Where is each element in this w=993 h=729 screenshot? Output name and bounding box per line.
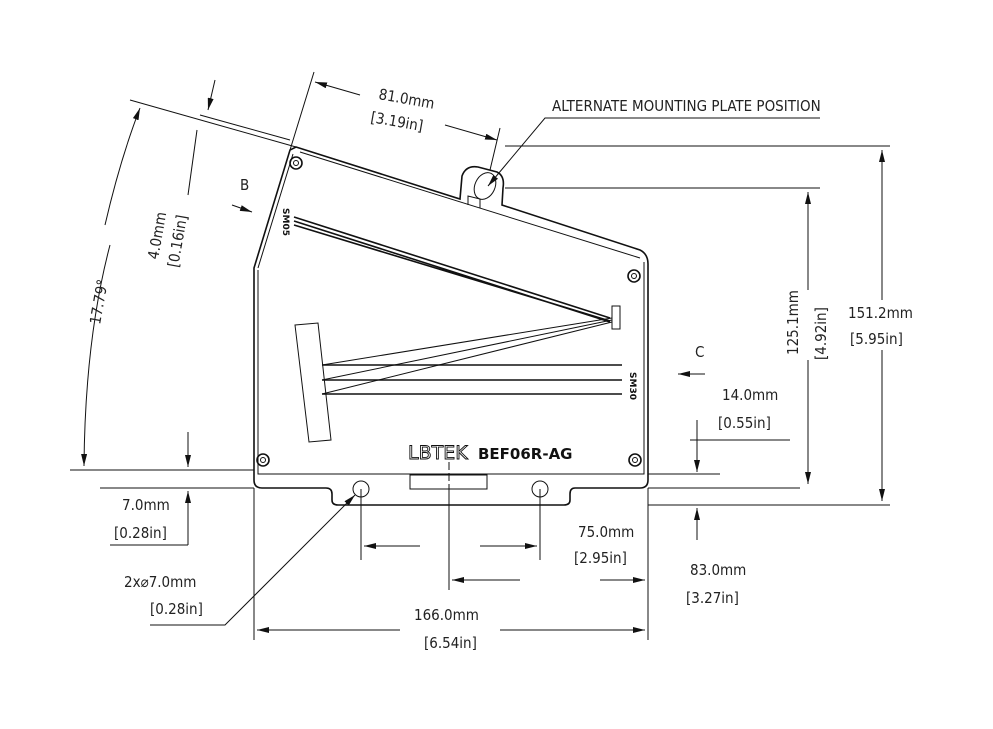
dim-81-mm: 81.0mm <box>377 85 436 113</box>
optical-path <box>293 216 622 443</box>
dim-166-in: [6.54in] <box>424 634 477 652</box>
model-name: BEF06R-AG <box>478 445 573 463</box>
screws <box>256 156 642 467</box>
dim-14-in: [0.55in] <box>718 414 771 432</box>
dim-14-mm: 14.0mm <box>722 386 778 404</box>
dim-83-mm: 83.0mm <box>690 561 746 579</box>
dim-hole-mm: 2x⌀7.0mm <box>124 573 196 591</box>
port-label-sm05: SM05 <box>280 208 290 236</box>
dim-151-mm: 151.2mm <box>848 304 913 322</box>
dim-7-in: [0.28in] <box>114 524 167 542</box>
port-label-sm30: SM30 <box>627 372 637 400</box>
dim-83-in: [3.27in] <box>686 589 739 607</box>
view-label-b: B <box>240 176 249 194</box>
dim-166-mm: 166.0mm <box>414 606 479 624</box>
dim-75-mm: 75.0mm <box>578 523 634 541</box>
dimension-lines <box>70 71 890 640</box>
callout-alternate-mounting: ALTERNATE MOUNTING PLATE POSITION <box>552 97 821 115</box>
view-label-c: C <box>695 343 704 361</box>
brand-logo: LBTEK <box>408 442 468 464</box>
dim-7-mm: 7.0mm <box>122 496 170 514</box>
dim-81-in: [3.19in] <box>369 108 424 135</box>
housing-outline <box>253 146 649 506</box>
dim-125-in: [4.92in] <box>812 307 830 360</box>
dim-125-mm: 125.1mm <box>784 290 802 355</box>
dim-hole-in: [0.28in] <box>150 600 203 618</box>
dim-151-in: [5.95in] <box>850 330 903 348</box>
dim-angle: 17.79° <box>86 278 112 326</box>
dim-75-in: [2.95in] <box>574 549 627 567</box>
dimension-labels: 81.0mm [3.19in] 4.0mm [0.16in] 17.79° AL… <box>86 85 913 652</box>
